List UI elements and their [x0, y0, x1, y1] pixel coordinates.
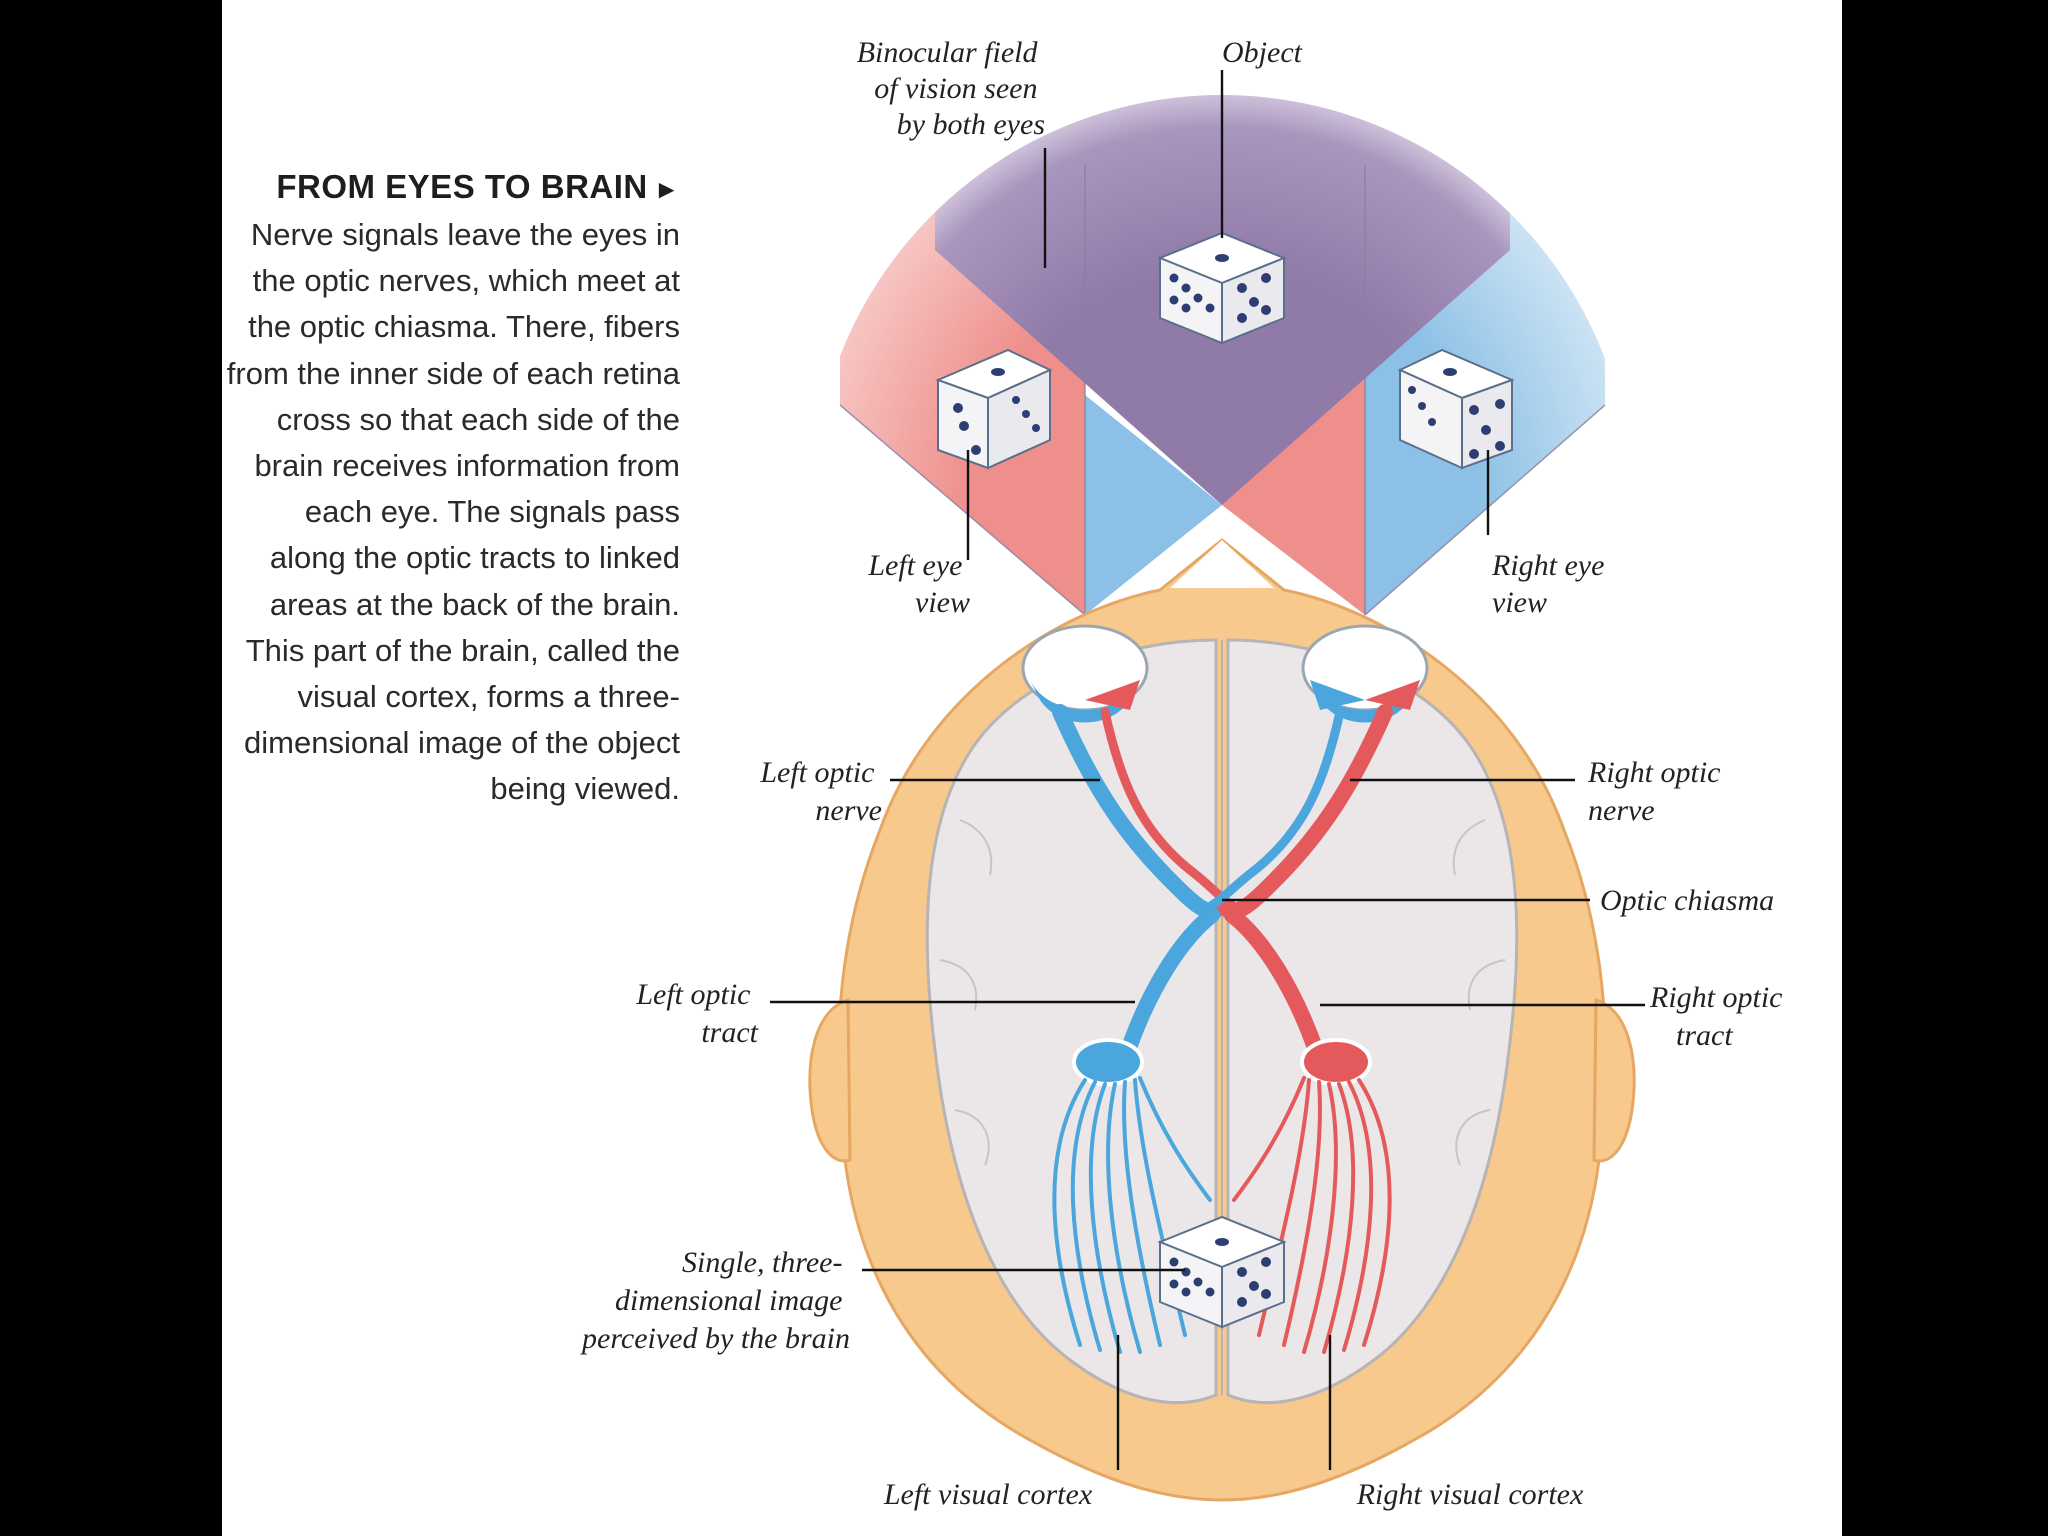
diagram-labels: Binocular field of vision seen by both e…	[580, 36, 1790, 1511]
left-lgn	[1072, 1038, 1144, 1086]
right-optic-nerve-blue	[1207, 707, 1345, 910]
left-hemisphere	[925, 638, 1218, 1405]
brain	[925, 638, 1519, 1405]
left-optic-nerve-red	[1100, 707, 1237, 910]
right-ear	[1592, 997, 1636, 1163]
label-right-visual-cortex: Right visual cortex	[1356, 1478, 1584, 1511]
label-left-optic-tract: Left optic tract	[635, 978, 758, 1049]
label-right-optic-nerve: Right optic nerve	[1587, 756, 1728, 827]
right-optic-nerve-red	[1214, 704, 1393, 919]
label-left-optic-nerve: Left optic nerve	[759, 756, 882, 827]
right-optic-tract	[1224, 907, 1322, 1053]
right-eye	[1301, 624, 1429, 723]
label-right-eye-view: Right eye view	[1491, 549, 1612, 619]
label-single-image: Single, three- dimensional image perceiv…	[580, 1246, 850, 1355]
label-object: Object	[1222, 36, 1303, 69]
caption-body: Nerve signals leave the eyes in the opti…	[226, 217, 680, 807]
left-eye-field-blue	[1085, 395, 1222, 615]
left-ear	[808, 997, 852, 1163]
caption-title-row: FROM EYES TO BRAIN►	[222, 168, 680, 206]
label-left-eye-view: Left eye view	[867, 549, 970, 619]
right-lgn	[1300, 1038, 1372, 1086]
object-die	[1157, 231, 1287, 345]
caption-block: FROM EYES TO BRAIN► Nerve signals leave …	[222, 168, 680, 813]
perceived-image-die	[1157, 1215, 1287, 1329]
leader-lines	[770, 70, 1645, 1470]
left-optic-tract	[1122, 907, 1220, 1053]
caption-arrow-icon: ►	[653, 174, 680, 204]
label-binocular-field: Binocular field of vision seen by both e…	[857, 36, 1045, 141]
right-eye-view-die	[1397, 348, 1515, 470]
caption-title: FROM EYES TO BRAIN	[276, 168, 648, 205]
label-optic-chiasma: Optic chiasma	[1600, 884, 1774, 917]
left-eye-view-die	[935, 348, 1053, 470]
field-boundaries	[839, 165, 1606, 616]
label-right-optic-tract: Right optic tract	[1649, 981, 1790, 1052]
optic-pathway	[1052, 704, 1393, 1354]
left-optic-radiation	[1052, 1076, 1212, 1354]
brain-folds	[939, 819, 1506, 1166]
left-optic-nerve-blue	[1052, 704, 1230, 919]
nose	[1170, 540, 1274, 588]
label-left-visual-cortex: Left visual cortex	[883, 1478, 1093, 1511]
